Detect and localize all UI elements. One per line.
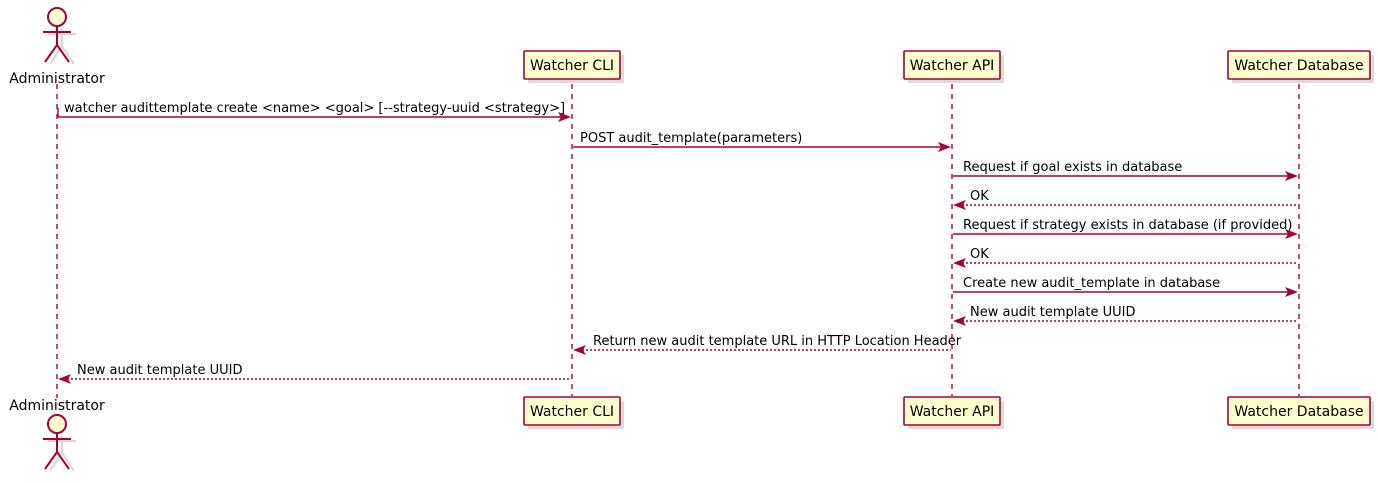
participant-label-watcher-api-bottom: Watcher API — [910, 404, 995, 420]
participant-label-watcher-api-top: Watcher API — [910, 58, 995, 74]
message-label-8: New audit template UUID — [970, 305, 1135, 320]
message-arrowhead-1 — [558, 112, 571, 122]
message-arrowhead-7 — [1285, 287, 1298, 297]
lifelines — [56, 84, 1300, 398]
participant-box[interactable] — [903, 50, 1001, 80]
participant-watcher-database-bottom[interactable]: Watcher Database — [1227, 396, 1374, 429]
message-arrowhead-4 — [953, 200, 966, 210]
message-4[interactable]: OK — [953, 189, 1298, 210]
message-9[interactable]: Return new audit template URL in HTTP Lo… — [573, 334, 962, 355]
message-label-10: New audit template UUID — [77, 363, 242, 378]
participant-box[interactable] — [523, 396, 621, 426]
participant-box[interactable] — [523, 50, 621, 80]
message-label-3: Request if goal exists in database — [963, 160, 1182, 175]
message-7[interactable]: Create new audit_template in database — [953, 276, 1298, 297]
participant-watcher-database-top[interactable]: Watcher Database — [1227, 50, 1374, 83]
message-label-4: OK — [970, 189, 989, 204]
message-arrowhead-8 — [953, 316, 966, 326]
actor-label-top: Administrator — [9, 71, 105, 87]
participant-watcher-api-bottom[interactable]: Watcher API — [903, 396, 1004, 429]
message-arrowhead-2 — [938, 142, 951, 152]
message-label-5: Request if strategy exists in database (… — [963, 218, 1292, 233]
message-6[interactable]: OK — [953, 247, 1298, 268]
actor-label-bottom: Administrator — [9, 398, 105, 414]
actor-shadow — [48, 436, 76, 472]
message-arrowhead-10 — [58, 374, 71, 384]
participant-label-watcher-cli-bottom: Watcher CLI — [530, 404, 614, 420]
message-3[interactable]: Request if goal exists in database — [953, 160, 1298, 181]
message-arrowhead-6 — [953, 258, 966, 268]
actor-administrator-top[interactable]: Administrator — [9, 7, 105, 87]
actor-head-icon — [47, 414, 67, 434]
actor-head-icon — [47, 7, 67, 27]
message-arrowhead-3 — [1285, 171, 1298, 181]
message-arrowhead-5 — [1285, 229, 1298, 239]
message-label-7: Create new audit_template in database — [963, 276, 1220, 291]
actor-administrator-bottom[interactable]: Administrator — [9, 398, 105, 472]
message-2[interactable]: POST audit_template(parameters) — [573, 131, 951, 152]
message-5[interactable]: Request if strategy exists in database (… — [953, 218, 1298, 239]
message-label-6: OK — [970, 247, 989, 262]
message-label-9: Return new audit template URL in HTTP Lo… — [593, 334, 962, 349]
message-10[interactable]: New audit template UUID — [58, 363, 571, 384]
participant-box[interactable] — [1227, 50, 1371, 80]
message-1[interactable]: watcher audittemplate create <name> <goa… — [57, 101, 571, 122]
participant-label-watcher-database-top: Watcher Database — [1234, 58, 1363, 74]
message-arrowhead-9 — [573, 345, 586, 355]
message-label-2: POST audit_template(parameters) — [580, 131, 802, 146]
participant-watcher-api-top[interactable]: Watcher API — [903, 50, 1004, 83]
participant-label-watcher-cli-top: Watcher CLI — [530, 58, 614, 74]
participant-box[interactable] — [1227, 396, 1371, 426]
actor-shadow — [48, 29, 76, 65]
message-8[interactable]: New audit template UUID — [953, 305, 1298, 326]
actor-body-icon — [43, 26, 71, 63]
actor-body-icon — [43, 433, 71, 470]
participant-label-watcher-database-bottom: Watcher Database — [1234, 404, 1363, 420]
message-label-1: watcher audittemplate create <name> <goa… — [64, 101, 565, 116]
participant-box[interactable] — [903, 396, 1001, 426]
participant-watcher-cli-bottom[interactable]: Watcher CLI — [523, 396, 624, 429]
participant-watcher-cli-top[interactable]: Watcher CLI — [523, 50, 624, 83]
